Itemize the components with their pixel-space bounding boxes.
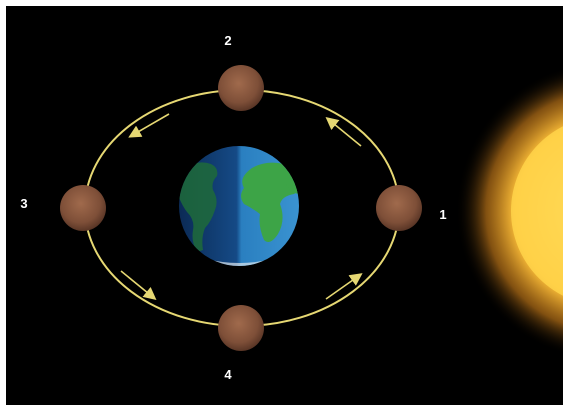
- arrow-icon: [325, 273, 363, 300]
- position-label-1: 1: [439, 207, 446, 222]
- moon-icon: [376, 185, 422, 231]
- moon-icon: [60, 185, 106, 231]
- position-label-3: 3: [20, 196, 27, 211]
- moon-position-2: 2: [218, 33, 264, 111]
- moon-position-3: 3: [20, 185, 106, 231]
- diagram-canvas: 1 2 3 4: [20, 33, 563, 382]
- moon-icon: [218, 65, 264, 111]
- arrow-icon: [325, 116, 362, 147]
- earth-icon: [179, 146, 299, 266]
- direction-arrows: [120, 113, 363, 301]
- arrow-icon: [120, 270, 157, 301]
- moon-position-1: 1: [376, 185, 447, 231]
- arrow-icon: [128, 113, 170, 138]
- position-label-4: 4: [224, 367, 232, 382]
- moon-icon: [218, 305, 264, 351]
- moon-position-4: 4: [218, 305, 264, 382]
- position-label-2: 2: [224, 33, 231, 48]
- sun-icon: [456, 67, 563, 355]
- orbit-diagram: 1 2 3 4: [6, 6, 563, 405]
